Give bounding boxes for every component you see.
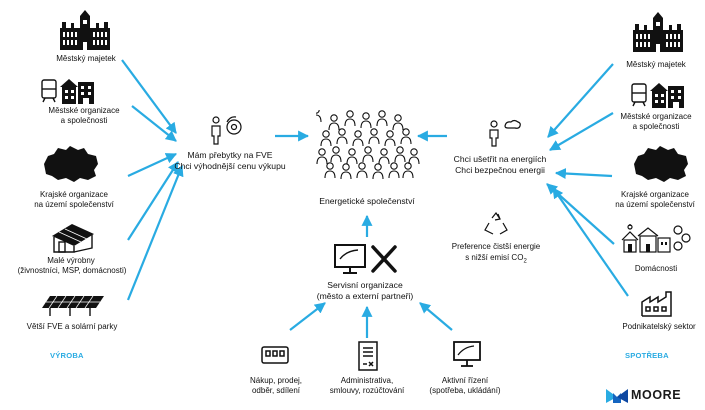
service-line-1: Servisní organizace <box>327 280 403 290</box>
houses-icon <box>621 224 691 253</box>
production-heading: VÝROBA <box>50 351 84 360</box>
consumption-heading: SPOTŘEBA <box>625 351 669 360</box>
arrow-regional-orgs-to-producer <box>127 153 177 177</box>
service-line-2: (město a externí partneři) <box>316 291 414 301</box>
crowd-icon <box>316 110 420 180</box>
consumption-municipal-orgs-label-line-2: a společnosti <box>632 122 680 131</box>
service-admin-line-2: smlouvy, rozúčtování <box>329 386 405 395</box>
consumption-regional-orgs-label-line-2: na území společenství <box>615 200 695 209</box>
production-small-producers-label-line-2: (živnostníci, MSP, domácnosti) <box>17 266 127 275</box>
solar-park-icon <box>42 295 104 316</box>
arrow-regional-orgs-to-consumer <box>554 168 613 180</box>
city-hall-icon <box>633 12 683 52</box>
city-hall-icon <box>60 10 110 50</box>
consumption-business-label: Podnikatelský sektor <box>622 322 696 331</box>
region-map-icon <box>634 146 688 182</box>
brand-name: MOORE <box>631 388 682 402</box>
arrow-small-producers-to-producer <box>127 161 179 241</box>
arrow-city-property-to-consumer <box>547 63 614 138</box>
production-regional-orgs-label-line-2: na území společenství <box>34 200 114 209</box>
monitor-tools-icon <box>334 244 397 274</box>
document-icon <box>358 341 378 371</box>
production-regional-orgs-label-line-1: Krajské organizace <box>39 190 109 199</box>
consumption-households-label: Domácnosti <box>634 264 678 273</box>
moore-logo-icon <box>606 389 628 403</box>
person-cloud-icon <box>489 119 521 147</box>
arrow-city-property-to-producer <box>121 59 177 134</box>
producer-need-line-1: Mám přebytky na FVE <box>187 150 273 160</box>
production-city-property-label: Městský majetek <box>56 54 116 63</box>
small-house-solar-icon <box>52 224 94 253</box>
preference-co2-subscript: 2 <box>523 258 527 265</box>
producer-need-line-2: Chci výhodnější cenu výkupu <box>174 161 286 171</box>
community-label: Energetické společenství <box>319 196 415 206</box>
consumption-city-property-label: Městský majetek <box>626 60 686 69</box>
arrow-business-to-consumer <box>552 187 629 297</box>
production-solar-parks-label: Větší FVE a solární parky <box>26 322 118 331</box>
arrow-trading-to-service <box>289 302 326 331</box>
factory-icon <box>641 291 672 317</box>
service-trading-line-2: odběr, sdílení <box>251 386 301 395</box>
consumption-municipal-orgs-label-line-1: Městské organizace <box>620 112 692 121</box>
service-active-control-line-1: Aktivní řízení <box>441 376 489 385</box>
preference-line-1: Preference čistší energie <box>451 242 541 251</box>
preference-line-2-text: s nižší emisí CO <box>465 253 524 262</box>
person-solar-icon <box>211 116 242 145</box>
arrow-municipal-orgs-to-consumer <box>549 112 614 151</box>
consumption-regional-orgs-label-line-1: Krajské organizace <box>620 190 690 199</box>
preference-line-2: s nižší emisí CO2 <box>440 253 552 267</box>
municipal-buildings-icon <box>631 83 684 108</box>
arrow-solar-parks-to-producer <box>126 164 184 301</box>
production-municipal-orgs-label-line-1: Městské organizace <box>48 106 120 115</box>
service-trading-line-1: Nákup, prodej, <box>249 376 303 385</box>
consumer-need-line-1: Chci ušetřit na energiích <box>453 154 547 164</box>
production-small-producers-label-line-1: Malé výrobny <box>47 256 95 265</box>
arrow-active-control-to-service <box>419 302 453 331</box>
monitor-chart-icon <box>453 341 481 367</box>
production-municipal-orgs-label-line-2: a společnosti <box>60 116 108 125</box>
region-map-icon <box>44 146 98 182</box>
service-active-control-line-2: (spotřeba, ukládání) <box>429 386 501 395</box>
municipal-buildings-icon <box>41 79 94 104</box>
arrow-municipal-orgs-to-producer <box>131 105 177 142</box>
meter-icon <box>261 346 289 364</box>
consumer-need-line-2: Chci bezpečnou energii <box>455 165 545 175</box>
recycle-icon <box>484 212 508 235</box>
service-admin-line-1: Administrativa, <box>340 376 394 385</box>
